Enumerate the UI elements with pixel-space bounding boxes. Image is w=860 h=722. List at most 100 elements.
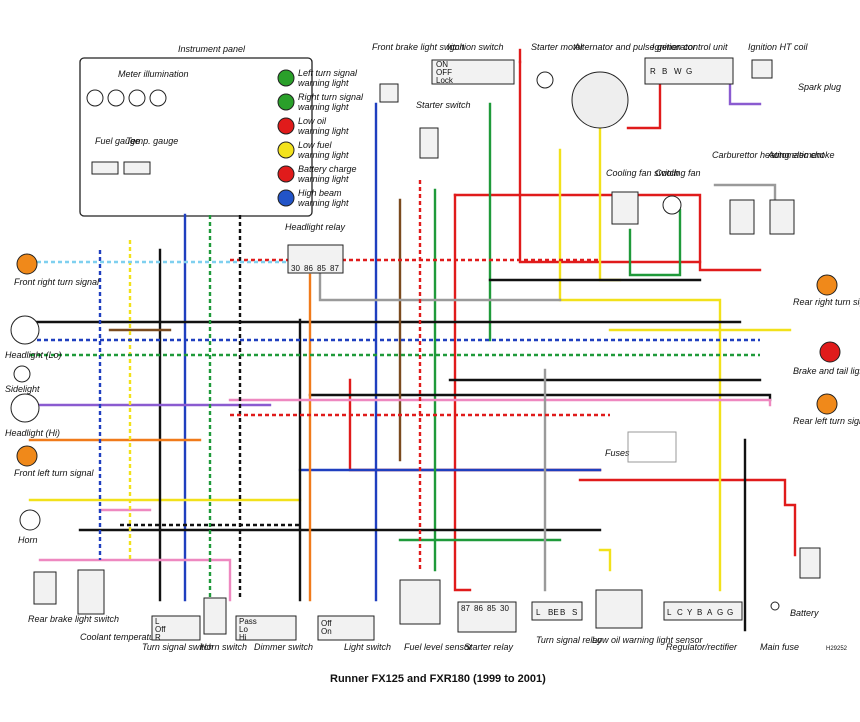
low-oil-sensor <box>595 589 643 629</box>
sidelight-label: Sidelight <box>5 384 40 394</box>
ignition-coil-label: Ignition HT coil <box>748 42 809 52</box>
reference-code: H29252 <box>826 646 848 652</box>
icu-pin-label: B <box>662 67 667 76</box>
headlight-relay-pin: 86 <box>304 264 313 273</box>
ignition-row-label: Lock <box>436 76 454 85</box>
warning-lamp-label: Low oil <box>298 116 327 126</box>
turn-relay-pin: BE <box>548 608 559 617</box>
warning-lamp-label: Left turn signal <box>298 68 358 78</box>
ignition-switch <box>431 59 515 85</box>
rear-left-turn-lamp <box>816 393 838 415</box>
headlight-relay <box>287 244 344 274</box>
turn-signal-switch <box>151 615 201 641</box>
icu-pin-label: G <box>686 67 692 76</box>
dimmer-switch-row: Hi <box>239 633 247 642</box>
turn-relay-pin: S <box>572 608 577 617</box>
carb-heater <box>729 199 755 235</box>
warning-lamp-3 <box>277 141 295 159</box>
horn <box>19 509 41 531</box>
turn-switch-row: R <box>155 633 161 642</box>
warning-lamp-label: warning light <box>298 78 349 88</box>
rear-left-turn-label: Rear left turn signal <box>793 416 860 426</box>
instrument-panel: Instrument panel Meter illumination Fuel… <box>79 44 313 217</box>
components: Front right turn signal Headlight (Lo) S… <box>5 42 860 652</box>
warning-lamp-5 <box>277 189 295 207</box>
starter-relay-pin: 85 <box>487 604 496 613</box>
carb-heater-label: Carburettor heating element <box>712 150 825 160</box>
horn-label: Horn <box>18 535 38 545</box>
headlight-relay-label: Headlight relay <box>285 222 346 232</box>
warning-lamp-4 <box>277 165 295 183</box>
icu-pin-label: R <box>650 67 656 76</box>
warning-lamp-label: Right turn signal <box>298 92 364 102</box>
battery-label: Battery <box>790 608 819 618</box>
rear-right-turn-lamp <box>816 274 838 296</box>
light-switch-row: On <box>321 627 332 636</box>
diagram-title: Runner FX125 and FXR180 (1999 to 2001) <box>330 673 546 685</box>
rear-brake-switch <box>33 571 57 605</box>
temp-gauge-label: Temp. gauge <box>126 136 178 146</box>
ignition-row-label: ON <box>436 60 448 69</box>
starter-motor-label: Starter motor <box>531 42 585 52</box>
warning-lamp-label: warning light <box>298 102 349 112</box>
starter-relay-pin: 87 <box>461 604 470 613</box>
meter-illumination-label: Meter illumination <box>118 69 189 79</box>
fuel-gauge <box>91 161 119 175</box>
ignition-switch-label: Ignition switch <box>447 42 504 52</box>
rear-brake-switch-label: Rear brake light switch <box>28 614 119 624</box>
warning-lamp-label: warning light <box>298 198 349 208</box>
light-switch-label: Light switch <box>344 642 391 652</box>
turn-switch-label: Turn signal switch <box>142 642 213 652</box>
regulator-pin: Y <box>687 608 693 617</box>
front-right-turn-label: Front right turn signal <box>14 277 100 287</box>
turn-relay-pin: B <box>560 608 565 617</box>
turn-relay-pin: L <box>536 608 541 617</box>
main-fuse-label: Main fuse <box>760 642 799 652</box>
warning-lamp-2 <box>277 117 295 135</box>
fuel-level-sensor-label: Fuel level sensor <box>404 642 473 652</box>
coolant-sensor-label: Coolant temperature sensor <box>80 632 193 642</box>
light-switch-row: Off <box>321 619 332 628</box>
regulator-pin: G <box>717 608 723 617</box>
warning-lamp-label: warning light <box>298 150 349 160</box>
warning-lamp-label: warning light <box>298 174 349 184</box>
dimmer-switch-label: Dimmer switch <box>254 642 313 652</box>
ignition-coil <box>751 59 773 79</box>
low-oil-sensor-label: Low oil warning light sensor <box>592 635 704 645</box>
turn-signal-relay <box>531 601 583 621</box>
regulator-label: Regulator/rectifier <box>666 642 738 652</box>
turn-signal-relay-label: Turn signal relay <box>536 635 602 645</box>
fuel-level-sensor <box>399 579 441 625</box>
auto-choke <box>769 199 795 235</box>
headlight-hi-label: Headlight (Hi) <box>5 428 60 438</box>
brake-tail-lamp <box>819 341 841 363</box>
sidelight <box>13 365 31 383</box>
fuse-block <box>627 431 677 463</box>
coolant-sensor <box>77 569 105 615</box>
cooling-fan-label: Cooling fan <box>655 168 701 178</box>
fuel-gauge-label: Fuel gauge <box>95 136 140 146</box>
icu-label: Ignition control unit <box>652 42 728 52</box>
horn-switch-label: Horn switch <box>200 642 247 652</box>
front-brake-switch <box>379 83 399 103</box>
light-switch <box>317 615 375 641</box>
ignition-control-unit <box>644 57 734 85</box>
icu-pin-label: W <box>674 67 682 76</box>
starter-switch-label: Starter switch <box>416 100 471 110</box>
headlight-lo-label: Headlight (Lo) <box>5 350 62 360</box>
front-left-turn-lamp <box>16 445 38 467</box>
headlight-relay-pin: 85 <box>317 264 326 273</box>
fuses-label: Fuses <box>605 448 630 458</box>
starter-switch <box>419 127 439 159</box>
instrument-panel-label: Instrument panel <box>178 44 246 54</box>
ignition-row-label: OFF <box>436 68 452 77</box>
front-right-turn-lamp <box>16 253 38 275</box>
warning-lamp-0 <box>277 69 295 87</box>
headlight-lo <box>10 315 40 345</box>
regulator-rectifier <box>663 601 743 621</box>
front-left-turn-label: Front left turn signal <box>14 468 95 478</box>
warning-lamp-label: warning light <box>298 126 349 136</box>
turn-switch-row: Off <box>155 625 166 634</box>
